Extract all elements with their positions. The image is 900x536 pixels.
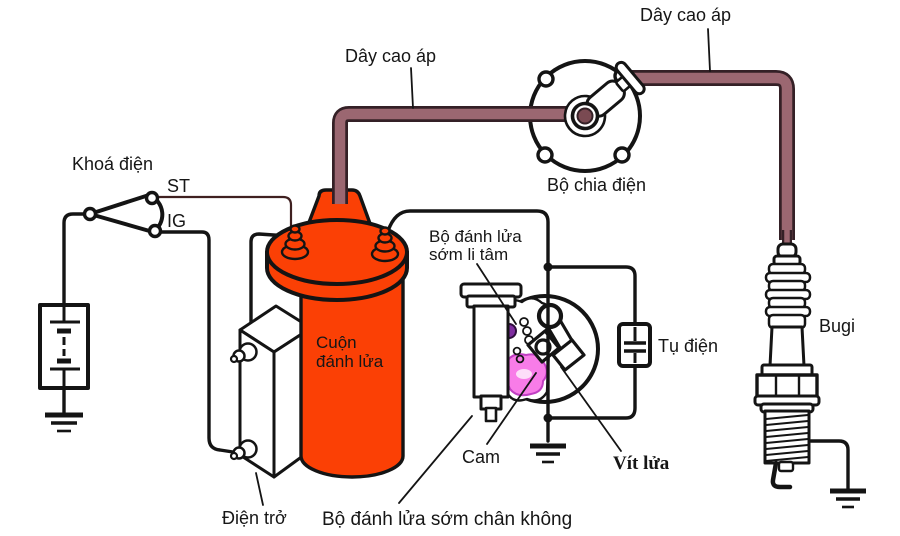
ig-wire xyxy=(158,230,235,454)
high-voltage-wire-coil xyxy=(332,106,584,204)
pointer-lines xyxy=(255,28,711,506)
battery-ground-icon xyxy=(45,412,83,433)
label-centrifugal-advance-line2: sớm li tâm xyxy=(429,245,508,264)
plug-ground-electrode xyxy=(770,460,793,490)
plug-ground-icon xyxy=(830,488,866,509)
pointer-resistor xyxy=(255,472,264,506)
cam-highlight xyxy=(516,369,532,379)
battery-switch-wire xyxy=(62,212,92,308)
coil-body xyxy=(299,278,405,479)
distributor-clip-se xyxy=(613,146,631,164)
st-wire xyxy=(157,195,293,231)
high-voltage-wire-plug xyxy=(626,70,795,240)
coil-label-line1: Cuộn xyxy=(316,333,357,352)
plug-insulator-ribs xyxy=(764,262,812,330)
label-terminal-ig: IG xyxy=(167,211,186,231)
vacuum-advance-unit xyxy=(459,282,523,423)
capacitor xyxy=(617,322,652,368)
ignition-switch xyxy=(82,190,165,239)
switch-terminal-st xyxy=(144,190,160,206)
label-capacitor: Tụ điện xyxy=(658,336,718,356)
label-resistor: Điện trở xyxy=(222,508,287,528)
capacitor-symbol xyxy=(624,327,646,363)
label-hv-wire-right: Dây cao áp xyxy=(640,5,731,25)
pointer-hv-wire-top xyxy=(410,67,414,109)
plug-hex-nut xyxy=(755,373,819,399)
vacuum-unit-body xyxy=(472,304,510,399)
battery-cells xyxy=(50,305,80,387)
junction-dot-top xyxy=(543,262,553,272)
capacitor-wire-top xyxy=(546,265,637,328)
resistor-terminal-bottom xyxy=(229,439,258,461)
resistor-coil-wire xyxy=(249,232,290,332)
coil-terminal-left xyxy=(280,224,310,261)
pointer-centrifugal-advance xyxy=(476,263,517,325)
junction-dot-bottom xyxy=(543,413,553,423)
vacuum-unit-tab xyxy=(484,406,498,423)
ignition-coil: Cuộn đánh lửa xyxy=(265,218,409,479)
label-hv-wire-top: Dây cao áp xyxy=(345,46,436,66)
label-contact-points: Vít lửa xyxy=(613,453,670,474)
plug-threads xyxy=(765,414,809,462)
label-ignition-switch: Khoá điện xyxy=(72,154,153,174)
points-ground-icon xyxy=(530,443,566,464)
plug-insulator-body xyxy=(768,325,806,368)
label-terminal-st: ST xyxy=(167,176,190,196)
points-pivot xyxy=(536,302,564,330)
resistor xyxy=(229,304,313,479)
breaker-plate xyxy=(459,282,600,423)
distributor-clip-sw xyxy=(536,146,554,164)
coil-points-wire xyxy=(386,209,550,443)
label-spark-plug: Bugi xyxy=(819,316,855,336)
capacitor-wire-bottom xyxy=(548,361,637,420)
circuit-wires xyxy=(62,195,850,492)
resistor-terminal-top xyxy=(229,342,258,364)
pointer-cam xyxy=(486,372,537,445)
distributor-details xyxy=(536,60,646,164)
plug-center-electrode xyxy=(777,460,795,473)
pointer-contact-points xyxy=(560,366,622,452)
battery xyxy=(38,303,90,390)
plug-ground-wire xyxy=(809,439,850,492)
label-vacuum-advance: Bộ đánh lửa sớm chân không xyxy=(322,509,572,530)
pointer-hv-wire-right xyxy=(707,28,711,72)
switch-terminal-ig xyxy=(147,223,163,239)
diagram-labels: Dây cao áp Dây cao áp Khoá điện ST IG Bộ… xyxy=(72,5,855,530)
distributor-clip-nw xyxy=(537,70,555,88)
contact-block xyxy=(551,338,586,372)
coil-terminal-right xyxy=(370,226,400,263)
label-cam: Cam xyxy=(462,447,500,467)
spark-plug xyxy=(753,230,821,490)
label-distributor: Bộ chia điện xyxy=(547,175,646,195)
coil-label-line2: đánh lửa xyxy=(316,352,384,371)
capacitor-box xyxy=(617,322,652,368)
hv-wire-tip xyxy=(576,107,594,125)
switch-terminal-common xyxy=(82,206,98,222)
pointer-vacuum-advance xyxy=(398,415,473,504)
label-centrifugal-advance-line1: Bộ đánh lửa xyxy=(429,227,522,246)
